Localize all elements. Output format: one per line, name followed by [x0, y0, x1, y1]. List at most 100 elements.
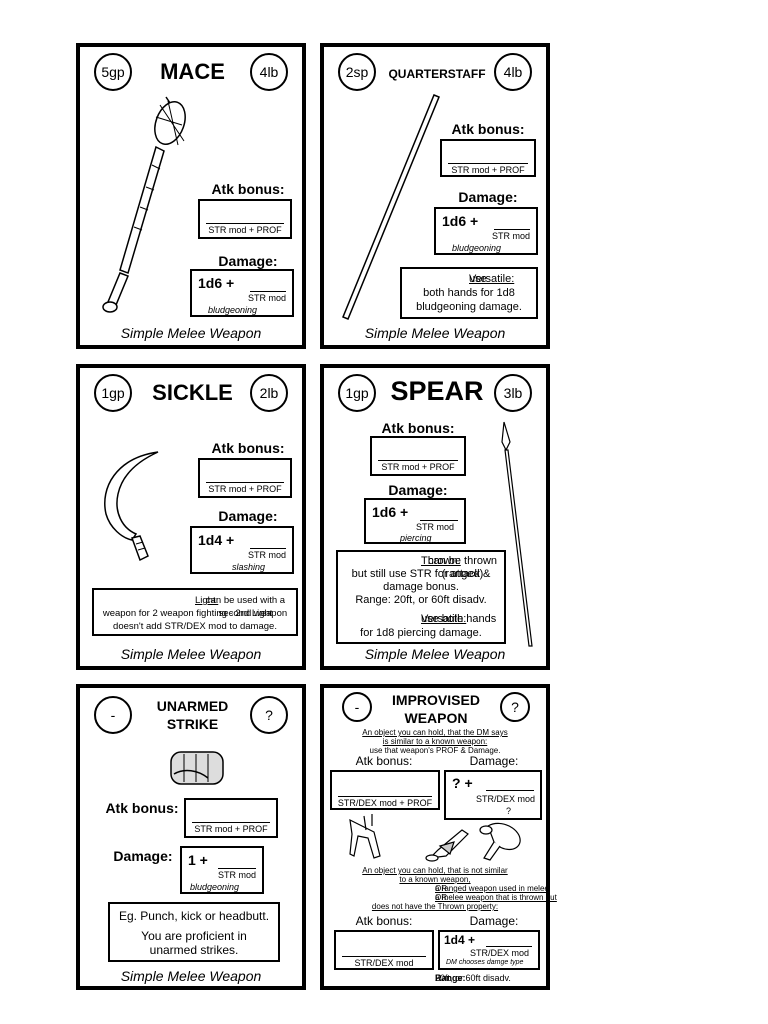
weight-badge: ? — [250, 696, 288, 734]
card-mace: 5gp MACE 4lb Atk bonus: STR mod + PROF D… — [76, 43, 306, 349]
damage-dice: ? + — [452, 775, 473, 791]
damage-box[interactable]: 1d6 + STR mod bludgeoning — [190, 269, 294, 317]
thrown-line-2: but still use STR for attack & — [351, 568, 491, 580]
damage-dice: 1d4 + — [444, 933, 476, 947]
damage-box[interactable]: 1d6 + STR mod bludgeoning — [434, 207, 538, 255]
damage-mod: STR/DEX mod — [476, 794, 536, 804]
card-title: SPEAR — [390, 376, 484, 406]
note-line-1: Eg. Punch, kick or headbutt. — [118, 909, 270, 923]
damage-box-2[interactable]: 1d4 + STR/DEX mod DM chooses damge type — [438, 930, 540, 970]
weight-badge: ? — [500, 692, 530, 722]
card-footer: Simple Melee Weapon — [120, 968, 262, 984]
weight-badge: 2lb — [250, 374, 288, 412]
cost-badge: 1gp — [94, 374, 132, 412]
damage-box[interactable]: 1 + STR mod bludgeoning — [180, 846, 264, 894]
atk-blank-line — [342, 956, 426, 957]
card-improvised-weapon: - IMPROVISED WEAPON ? An object you can … — [320, 684, 557, 990]
desc1-line-2: is similar to a known weapon: — [382, 737, 488, 746]
damage-dice: 1d6 + — [372, 504, 409, 520]
damage-box[interactable]: ? + STR/DEX mod ? — [444, 770, 542, 820]
spear-illustration — [501, 421, 533, 647]
atk-bonus-box[interactable]: STR mod + PROF — [370, 436, 466, 476]
cost-badge: - — [94, 696, 132, 734]
atk-bonus-label: Atk bonus: — [211, 440, 285, 456]
card-title-line-1: IMPROVISED — [392, 692, 480, 708]
card-footer: Simple Melee Weapon — [120, 325, 262, 341]
desc2-line-5: does not have the Thrown property: — [371, 902, 499, 911]
weight-badge: 4lb — [250, 53, 288, 91]
damage-box[interactable]: 1d4 + STR mod slashing — [190, 526, 294, 574]
note-line-3: unarmed strikes. — [149, 943, 239, 957]
damage-type: ? — [506, 806, 512, 816]
dmg-blank-line — [494, 229, 530, 230]
dmg-blank-line — [250, 548, 286, 549]
light-note: Light: can be used with a second Light w… — [92, 588, 298, 636]
damage-label: Damage: — [113, 848, 173, 864]
damage-label: Damage: — [218, 508, 278, 524]
atk-formula: STR mod + PROF — [381, 462, 455, 472]
atk-formula: STR/DEX mod + PROF — [337, 798, 433, 808]
card-footer: Simple Melee Weapon — [364, 646, 506, 662]
card-unarmed-strike: - UNARMED STRIKE ? Atk bonus: STR mod + … — [76, 684, 306, 990]
atk-bonus-label: Atk bonus: — [211, 181, 285, 197]
cost-badge: - — [342, 692, 372, 722]
atk-formula: STR mod + PROF — [208, 484, 282, 494]
unarmed-note: Eg. Punch, kick or headbutt. You are pro… — [108, 902, 280, 962]
note-line-2: both hands for 1d8 — [423, 287, 515, 299]
damage-label-2: Damage: — [469, 914, 519, 928]
damage-box[interactable]: 1d6 + STR mod piercing — [364, 498, 466, 544]
dmg-blank-line — [250, 291, 286, 292]
cost-badge: 5gp — [94, 53, 132, 91]
card-footer: Simple Melee Weapon — [364, 325, 506, 341]
mace-illustration — [102, 96, 186, 313]
atk-formula: STR mod + PROF — [194, 824, 268, 834]
damage-type: DM chooses damge type — [446, 959, 524, 966]
dmg-blank-line — [486, 790, 534, 791]
atk-bonus-box[interactable]: STR mod + PROF — [440, 139, 536, 177]
cost-badge: 1gp — [338, 374, 376, 412]
card-title-line-1: UNARMED — [156, 698, 229, 714]
damage-type: slashing — [232, 562, 266, 572]
weight-badge: 4lb — [494, 53, 532, 91]
damage-mod: STR mod — [248, 293, 287, 303]
damage-type: piercing — [400, 533, 432, 543]
damage-type: bludgeoning — [452, 243, 502, 253]
note-line-2: You are proficient in — [141, 929, 247, 943]
atk-bonus-box[interactable]: STR/DEX mod + PROF — [330, 770, 440, 810]
desc2-line-1: An object you can hold, that is not simi… — [362, 866, 508, 875]
versatile-line-2: for 1d8 piercing damage. — [360, 627, 482, 639]
atk-bonus-box-2[interactable]: STR/DEX mod — [334, 930, 434, 970]
atk-formula: STR/DEX mod — [354, 958, 414, 968]
card-sickle: 1gp SICKLE 2lb Atk bonus: STR mod + PROF… — [76, 364, 306, 670]
damage-mod: STR mod — [492, 231, 531, 241]
dmg-blank-line — [420, 520, 458, 521]
damage-mod: STR/DEX mod — [470, 948, 530, 958]
atk-bonus-label: Atk bonus: — [105, 800, 179, 816]
atk-blank-line — [206, 223, 284, 224]
card-title: MACE — [160, 59, 225, 84]
atk-bonus-box[interactable]: STR mod + PROF — [184, 798, 278, 838]
atk-bonus-box[interactable]: STR mod + PROF — [198, 458, 292, 498]
note-line-2: weapon for 2 weapon fighting - 2nd weapo… — [102, 608, 288, 619]
card-title-line-2: WEAPON — [404, 710, 468, 726]
damage-mod: STR mod — [218, 870, 257, 880]
damage-dice: 1d6 + — [442, 213, 479, 229]
improvised-objects-illustration — [349, 814, 521, 862]
card-title-line-2: STRIKE — [166, 716, 219, 732]
atk-bonus-box[interactable]: STR mod + PROF — [198, 199, 292, 239]
card-title: QUARTERSTAFF — [388, 67, 486, 81]
thrown-versatile-note: Thrown: can be thrown (ranged) but still… — [336, 550, 506, 644]
quarterstaff-illustration — [342, 94, 440, 320]
damage-label: Damage: — [458, 189, 518, 205]
damage-mod: STR mod — [248, 550, 287, 560]
desc1-line-1: An object you can hold, that the DM says — [362, 728, 508, 737]
card-spear: 1gp SPEAR 3lb Atk bonus: STR mod + PROF … — [320, 364, 550, 670]
damage-dice: 1d6 + — [198, 275, 235, 291]
damage-dice: 1d4 + — [198, 532, 235, 548]
atk-blank-line — [448, 163, 528, 164]
note-line-3: doesn't add STR/DEX mod to damage. — [113, 621, 277, 632]
damage-label: Damage: — [469, 754, 519, 768]
atk-formula: STR mod + PROF — [208, 225, 282, 235]
damage-mod: STR mod — [416, 522, 455, 532]
card-title: SICKLE — [152, 380, 233, 405]
